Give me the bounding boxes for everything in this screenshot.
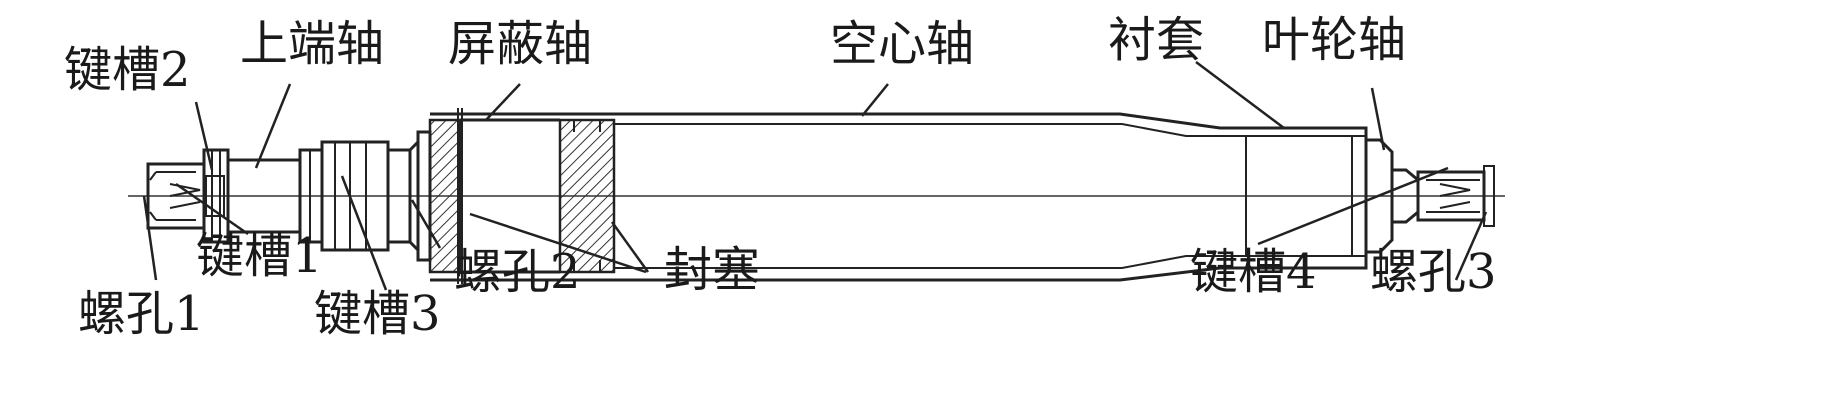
label-plug: 封塞 (664, 242, 761, 298)
leader-screw-hole-2 (410, 199, 442, 249)
impeller-shaft-body (1366, 138, 1495, 254)
leader-keyway-1 (175, 182, 249, 236)
label-impeller-shaft: 叶轮轴 (1262, 12, 1407, 68)
label-keyway-1: 键槽1 (196, 228, 323, 284)
leader-hollow-shaft (861, 83, 889, 117)
left-end (146, 162, 206, 230)
label-screw-hole-1: 螺孔1 (78, 286, 205, 342)
leader-shield-shaft (485, 83, 521, 121)
label-shield-shaft: 屏蔽轴 (448, 16, 593, 72)
label-screw-hole-3: 螺孔3 (1370, 244, 1497, 300)
leader-keyway-4 (1257, 166, 1449, 246)
leader-plug-b (610, 221, 650, 273)
label-hollow-shaft: 空心轴 (830, 16, 975, 72)
leader-keyway-2 (194, 101, 214, 171)
label-keyway-2: 键槽2 (64, 42, 191, 98)
label-bushing: 衬套 (1108, 12, 1205, 68)
leader-lines (142, 61, 1488, 291)
leader-screw-hole-3 (1454, 211, 1488, 281)
leader-upper-shaft (254, 83, 292, 169)
leader-plug-a (469, 212, 647, 274)
label-keyway-4: 键槽4 (1190, 244, 1317, 300)
leader-bushing (1195, 61, 1285, 129)
label-upper-shaft: 上端轴 (240, 16, 385, 72)
label-keyway-3: 键槽3 (314, 286, 441, 342)
leader-impeller-shaft (1370, 87, 1386, 151)
leader-screw-hole-1 (142, 195, 158, 281)
left-plug (428, 118, 462, 274)
leader-keyway-3 (340, 175, 388, 291)
hollow-shaft-body (430, 112, 1368, 282)
shield-shaft-body (416, 108, 616, 284)
label-screw-hole-2: 螺孔2 (454, 244, 581, 300)
